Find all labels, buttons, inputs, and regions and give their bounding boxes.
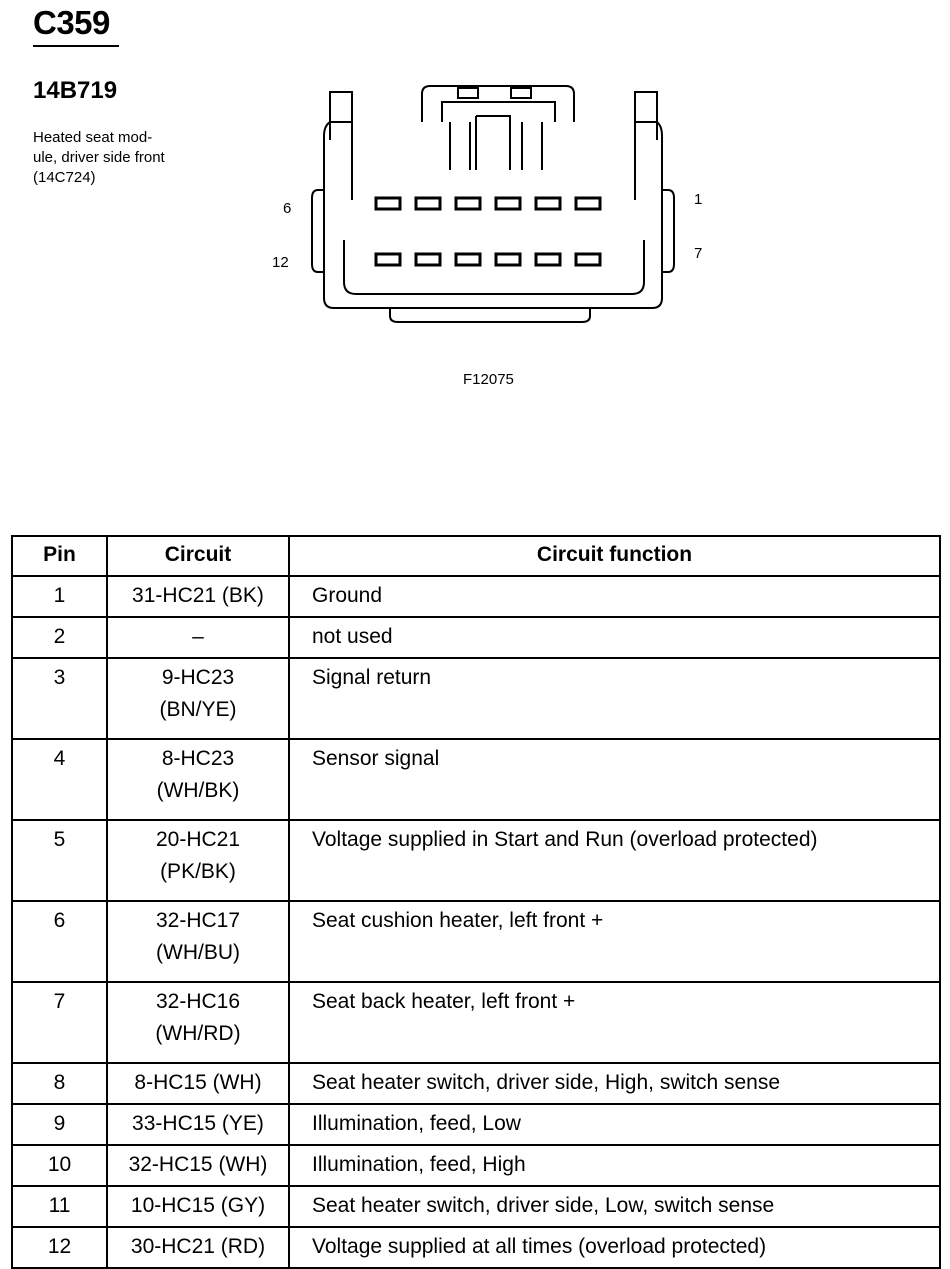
circuit-code: 10-HC15 (GY) [106, 1185, 290, 1228]
circuit-line: 10-HC15 (GY) [130, 1194, 266, 1217]
right-latch [634, 91, 658, 170]
circuit-line: – [192, 625, 204, 648]
circuit-code: 8-HC23 (WH/BK) [106, 738, 290, 821]
pinout-table: Pin Circuit Circuit function 1 31-HC21 (… [11, 535, 941, 1269]
header-circuit: Circuit [106, 535, 290, 577]
description-line: Heated seat mod- [33, 129, 153, 146]
circuit-code: 32-HC17 (WH/BU) [106, 900, 290, 983]
circuit-code: 9-HC23 (BN/YE) [106, 657, 290, 740]
circuit-code: 8-HC15 (WH) [106, 1062, 290, 1105]
header-pin: Pin [11, 535, 108, 577]
circuit-function: Seat cushion heater, left front + [288, 900, 941, 983]
circuit-line: (WH/RD) [155, 1022, 241, 1045]
pin-number: 7 [11, 981, 108, 1064]
circuit-function: Ground [288, 575, 941, 618]
pin-number: 4 [11, 738, 108, 821]
circuit-line: (WH/BK) [156, 779, 240, 802]
circuit-code: 30-HC21 (RD) [106, 1226, 290, 1269]
pin-cavities-top-row [374, 196, 602, 211]
connector-id-underline [33, 45, 119, 47]
circuit-code: 32-HC15 (WH) [106, 1144, 290, 1187]
table-header-row: Pin Circuit Circuit function [11, 535, 941, 577]
circuit-function: Illumination, feed, High [288, 1144, 941, 1187]
pin-cavities-bottom-row [374, 252, 602, 267]
circuit-code: – [106, 616, 290, 659]
circuit-function: not used [288, 616, 941, 659]
description-line: (14C724) [33, 169, 96, 186]
header-circuit-function: Circuit function [288, 535, 941, 577]
pin-number: 6 [11, 900, 108, 983]
connector-face-diagram [311, 85, 675, 323]
pin-label-12: 12 [272, 254, 289, 271]
circuit-function: Illumination, feed, Low [288, 1103, 941, 1146]
part-number: 14B719 [33, 77, 118, 104]
pin-number: 2 [11, 616, 108, 659]
pin-label-6: 6 [283, 200, 292, 217]
table-row: 5 20-HC21 (PK/BK) Voltage supplied in St… [11, 819, 941, 902]
table-row: 2 – not used [11, 616, 941, 659]
connector-description: Heated seat mod- ule, driver side front … [33, 128, 223, 188]
circuit-line: 31-HC21 (BK) [132, 584, 264, 607]
circuit-function: Seat back heater, left front + [288, 981, 941, 1064]
table-row: 6 32-HC17 (WH/BU) Seat cushion heater, l… [11, 900, 941, 983]
table-row: 3 9-HC23 (BN/YE) Signal return [11, 657, 941, 740]
pin-number: 8 [11, 1062, 108, 1105]
table-row: 4 8-HC23 (WH/BK) Sensor signal [11, 738, 941, 821]
table-row: 11 10-HC15 (GY) Seat heater switch, driv… [11, 1185, 941, 1228]
pin-number: 12 [11, 1226, 108, 1269]
description-line: ule, driver side front [33, 149, 165, 166]
circuit-line: 8-HC15 (WH) [134, 1071, 262, 1094]
table-row: 1 31-HC21 (BK) Ground [11, 575, 941, 618]
locking-tab [421, 85, 575, 122]
table-row: 9 33-HC15 (YE) Illumination, feed, Low [11, 1103, 941, 1146]
pin-number: 11 [11, 1185, 108, 1228]
table-row: 7 32-HC16 (WH/RD) Seat back heater, left… [11, 981, 941, 1064]
circuit-line: 32-HC17 [155, 909, 241, 932]
circuit-line: 33-HC15 (YE) [132, 1112, 264, 1135]
circuit-function: Voltage supplied at all times (overload … [288, 1226, 941, 1269]
pin-label-1: 1 [694, 191, 703, 208]
circuit-line: 9-HC23 [161, 666, 235, 689]
circuit-code: 31-HC21 (BK) [106, 575, 290, 618]
pin-number: 5 [11, 819, 108, 902]
pin-number: 1 [11, 575, 108, 618]
circuit-function: Seat heater switch, driver side, High, s… [288, 1062, 941, 1105]
circuit-line: (PK/BK) [160, 860, 236, 883]
circuit-line: (WH/BU) [156, 941, 240, 964]
circuit-line: 30-HC21 (RD) [130, 1235, 266, 1258]
circuit-code: 32-HC16 (WH/RD) [106, 981, 290, 1064]
pin-label-7: 7 [694, 245, 703, 262]
circuit-line: 20-HC21 [155, 828, 241, 851]
circuit-function: Signal return [288, 657, 941, 740]
table-row: 12 30-HC21 (RD) Voltage supplied at all … [11, 1226, 941, 1269]
circuit-line: 8-HC23 [161, 747, 235, 770]
circuit-line: (BN/YE) [159, 698, 237, 721]
table-row: 8 8-HC15 (WH) Seat heater switch, driver… [11, 1062, 941, 1105]
pin-number: 10 [11, 1144, 108, 1187]
connector-housing [323, 121, 663, 309]
pin-number: 3 [11, 657, 108, 740]
connector-id: C359 [33, 4, 110, 41]
circuit-line: 32-HC15 (WH) [128, 1153, 268, 1176]
circuit-function: Voltage supplied in Start and Run (overl… [288, 819, 941, 902]
circuit-line: 32-HC16 [155, 990, 241, 1013]
circuit-function: Sensor signal [288, 738, 941, 821]
figure-id: F12075 [463, 371, 514, 388]
left-latch [329, 91, 353, 170]
table-row: 10 32-HC15 (WH) Illumination, feed, High [11, 1144, 941, 1187]
circuit-code: 20-HC21 (PK/BK) [106, 819, 290, 902]
pin-number: 9 [11, 1103, 108, 1146]
circuit-code: 33-HC15 (YE) [106, 1103, 290, 1146]
circuit-function: Seat heater switch, driver side, Low, sw… [288, 1185, 941, 1228]
